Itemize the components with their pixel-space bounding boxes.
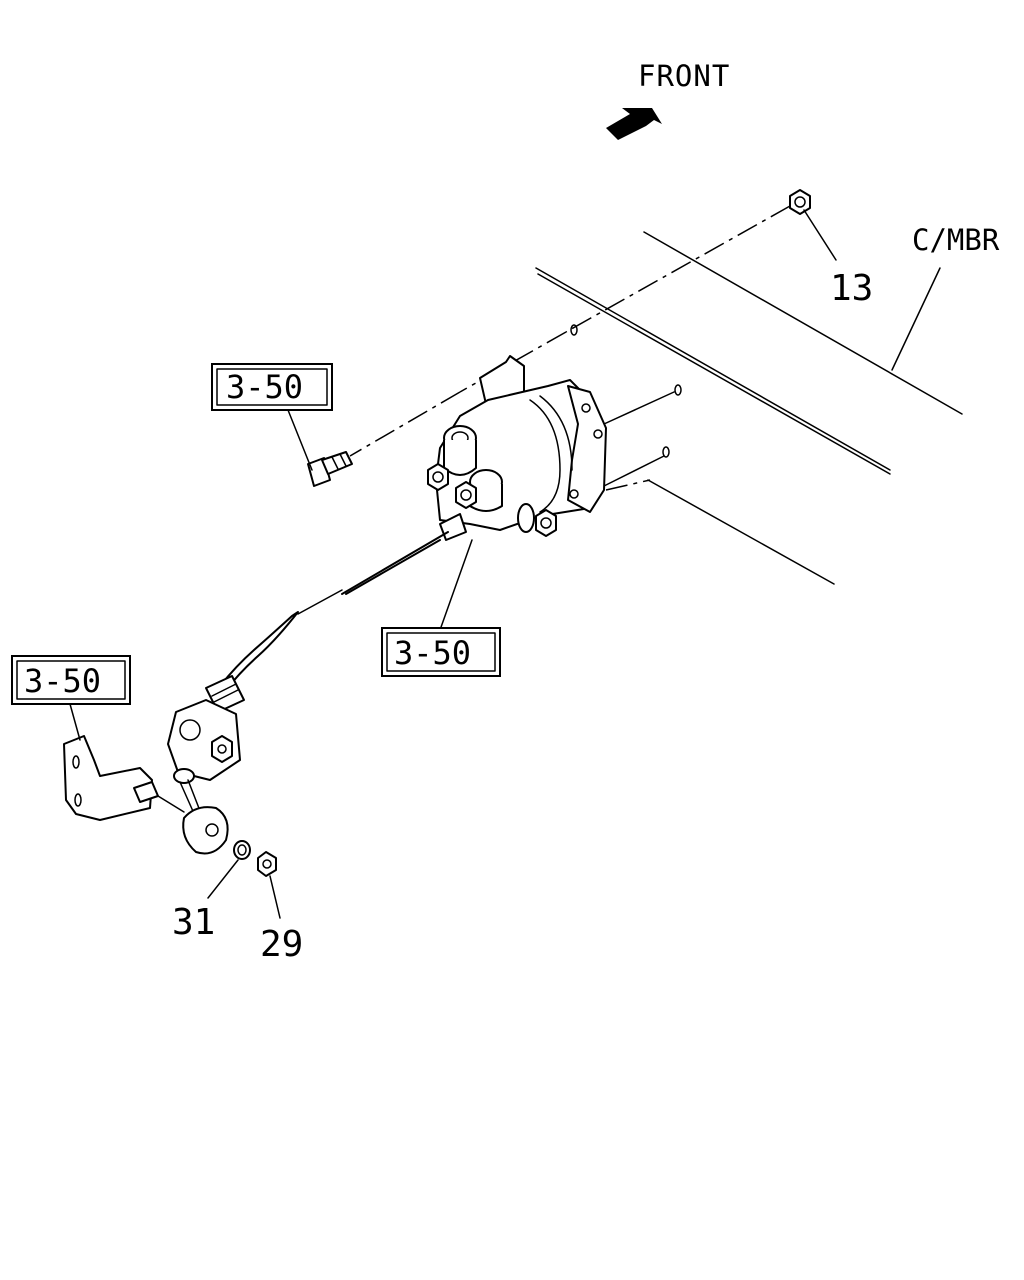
- member-callout: C/MBR: [891, 223, 1000, 371]
- part-13-nut: 13: [789, 189, 873, 309]
- member-label: C/MBR: [912, 223, 1000, 257]
- front-label: FRONT: [638, 59, 730, 93]
- lever-assembly: [167, 675, 245, 819]
- actuator-assembly: [427, 355, 607, 541]
- left-bracket: [63, 735, 159, 821]
- ref-center-text: 3-50: [394, 634, 471, 672]
- callout-29: 29: [260, 924, 303, 965]
- ref-left-text: 3-50: [24, 662, 101, 700]
- front-arrow-icon: [606, 108, 662, 140]
- callout-13: 13: [830, 268, 873, 309]
- reference-box-center: 3-50: [381, 539, 501, 677]
- part-29-nut: 29: [257, 851, 303, 965]
- mounting-bolt: [307, 451, 353, 487]
- reference-box-upper: 3-50: [211, 363, 333, 471]
- ref-upper-text: 3-50: [226, 368, 303, 406]
- front-indicator: FRONT: [606, 59, 730, 140]
- callout-31: 31: [172, 902, 215, 943]
- ball-joint: [157, 795, 229, 855]
- reference-box-left: 3-50: [11, 655, 131, 741]
- cross-member: [535, 231, 963, 585]
- part-31-washer: 31: [172, 840, 251, 943]
